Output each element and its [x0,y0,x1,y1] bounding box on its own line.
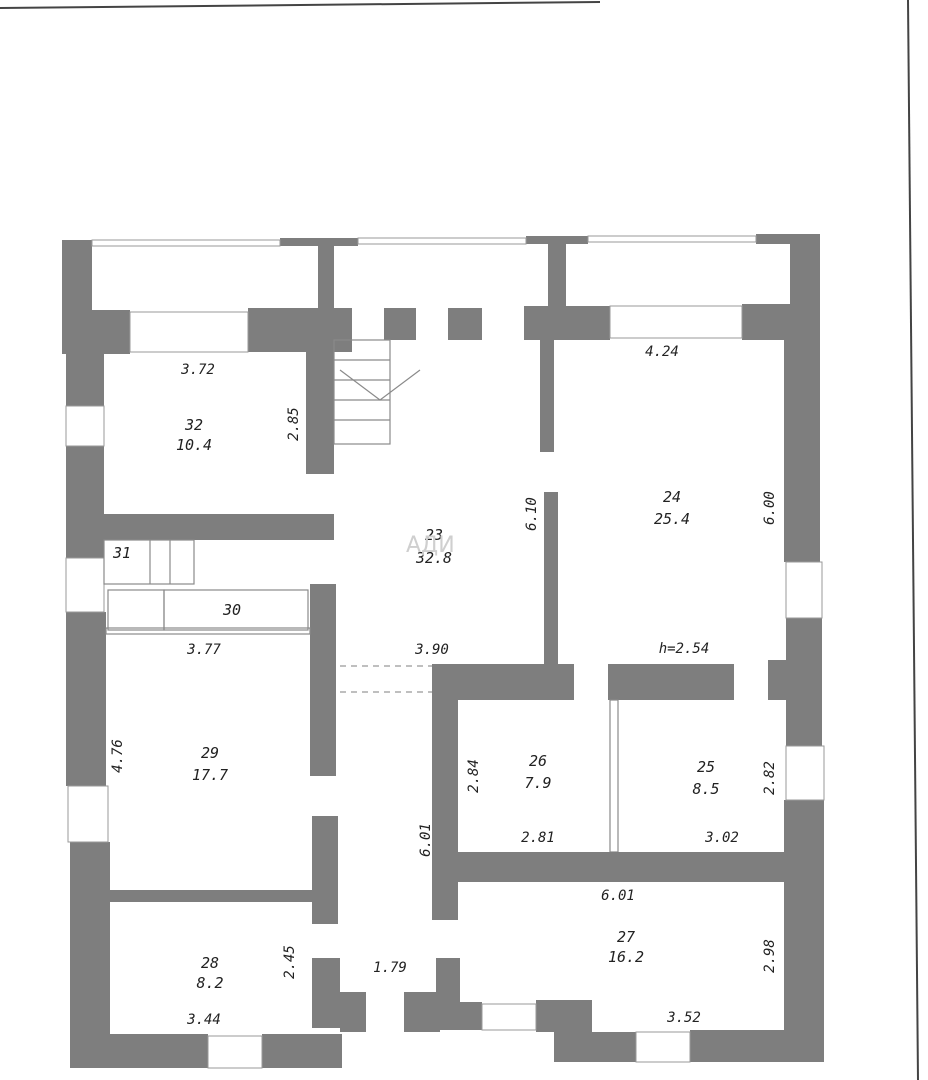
room-24-area: 25.4 [654,510,690,528]
room-27-label: 27 16.2 [608,928,644,966]
dim-r25-width: 3.02 [704,830,739,846]
dim-r26-height: 2.84 [466,759,482,793]
dim-r29-height: 4.76 [110,739,126,773]
outer-walls [62,234,824,1068]
dim-r27-width-top: 6.01 [601,888,635,904]
page-top-border [0,1,601,9]
dim-r25-height: 2.82 [762,761,778,795]
room-26-number: 26 [529,752,547,770]
dim-r27-height: 2.98 [762,939,778,973]
room-32-area: 10.4 [176,436,212,454]
room-28-label: 28 8.2 [196,954,223,992]
page-right-border [907,0,919,1080]
room-29-area: 17.7 [192,766,228,784]
room-32-label: 32 10.4 [176,416,212,454]
dimension-labels: 3.72 2.85 4.24 6.00 6.10 3.90 h=2.54 3.7… [110,344,778,1028]
room-25-number: 25 [697,758,715,776]
room-25-label: 25 8.5 [692,758,719,798]
room-23-number: 23 [425,526,443,544]
room-25-area: 8.5 [692,780,719,798]
room-28-area: 8.2 [196,974,223,992]
windows [65,235,825,1069]
room-27-number: 27 [617,928,635,946]
dim-r27-width: 3.52 [666,1010,701,1026]
room-24-label: 24 25.4 [654,488,690,528]
room-23-area: 32.8 [415,549,452,567]
staircase [103,339,421,631]
dim-r29-width: 3.77 [186,642,221,658]
dim-r26-width: 2.81 [521,830,555,846]
room-26-area: 7.9 [524,774,551,792]
dim-r28-width: 3.44 [186,1012,221,1028]
room-27-area: 16.2 [608,948,644,966]
dim-r23-height: 6.10 [524,497,540,531]
dim-r23-width: 3.90 [414,642,449,658]
dashed-opening [340,665,432,693]
room-29-label: 29 17.7 [192,744,228,784]
room-28-number: 28 [201,954,219,972]
dim-r24-width: 4.24 [645,344,679,360]
dim-passage-width: 1.79 [373,960,407,976]
interior-walls [104,338,786,1028]
room-32-number: 32 [184,416,203,434]
dim-r24-height: 6.00 [762,491,778,525]
room-29-number: 29 [201,744,219,762]
dim-ceiling-height: h=2.54 [659,641,710,657]
room-30-number: 30 [222,601,241,619]
dim-r32-height: 2.85 [286,407,302,441]
room-24-number: 24 [663,488,681,506]
watermark: АДИ [406,533,455,558]
room-26-label: 26 7.9 [524,752,551,792]
dim-corridor-height: 6.01 [418,823,434,857]
room-31-number: 31 [112,544,131,562]
dim-r32-width: 3.72 [180,362,215,378]
room-23-label: 23 32.8 [415,526,452,567]
dim-r28-height: 2.45 [282,945,298,979]
